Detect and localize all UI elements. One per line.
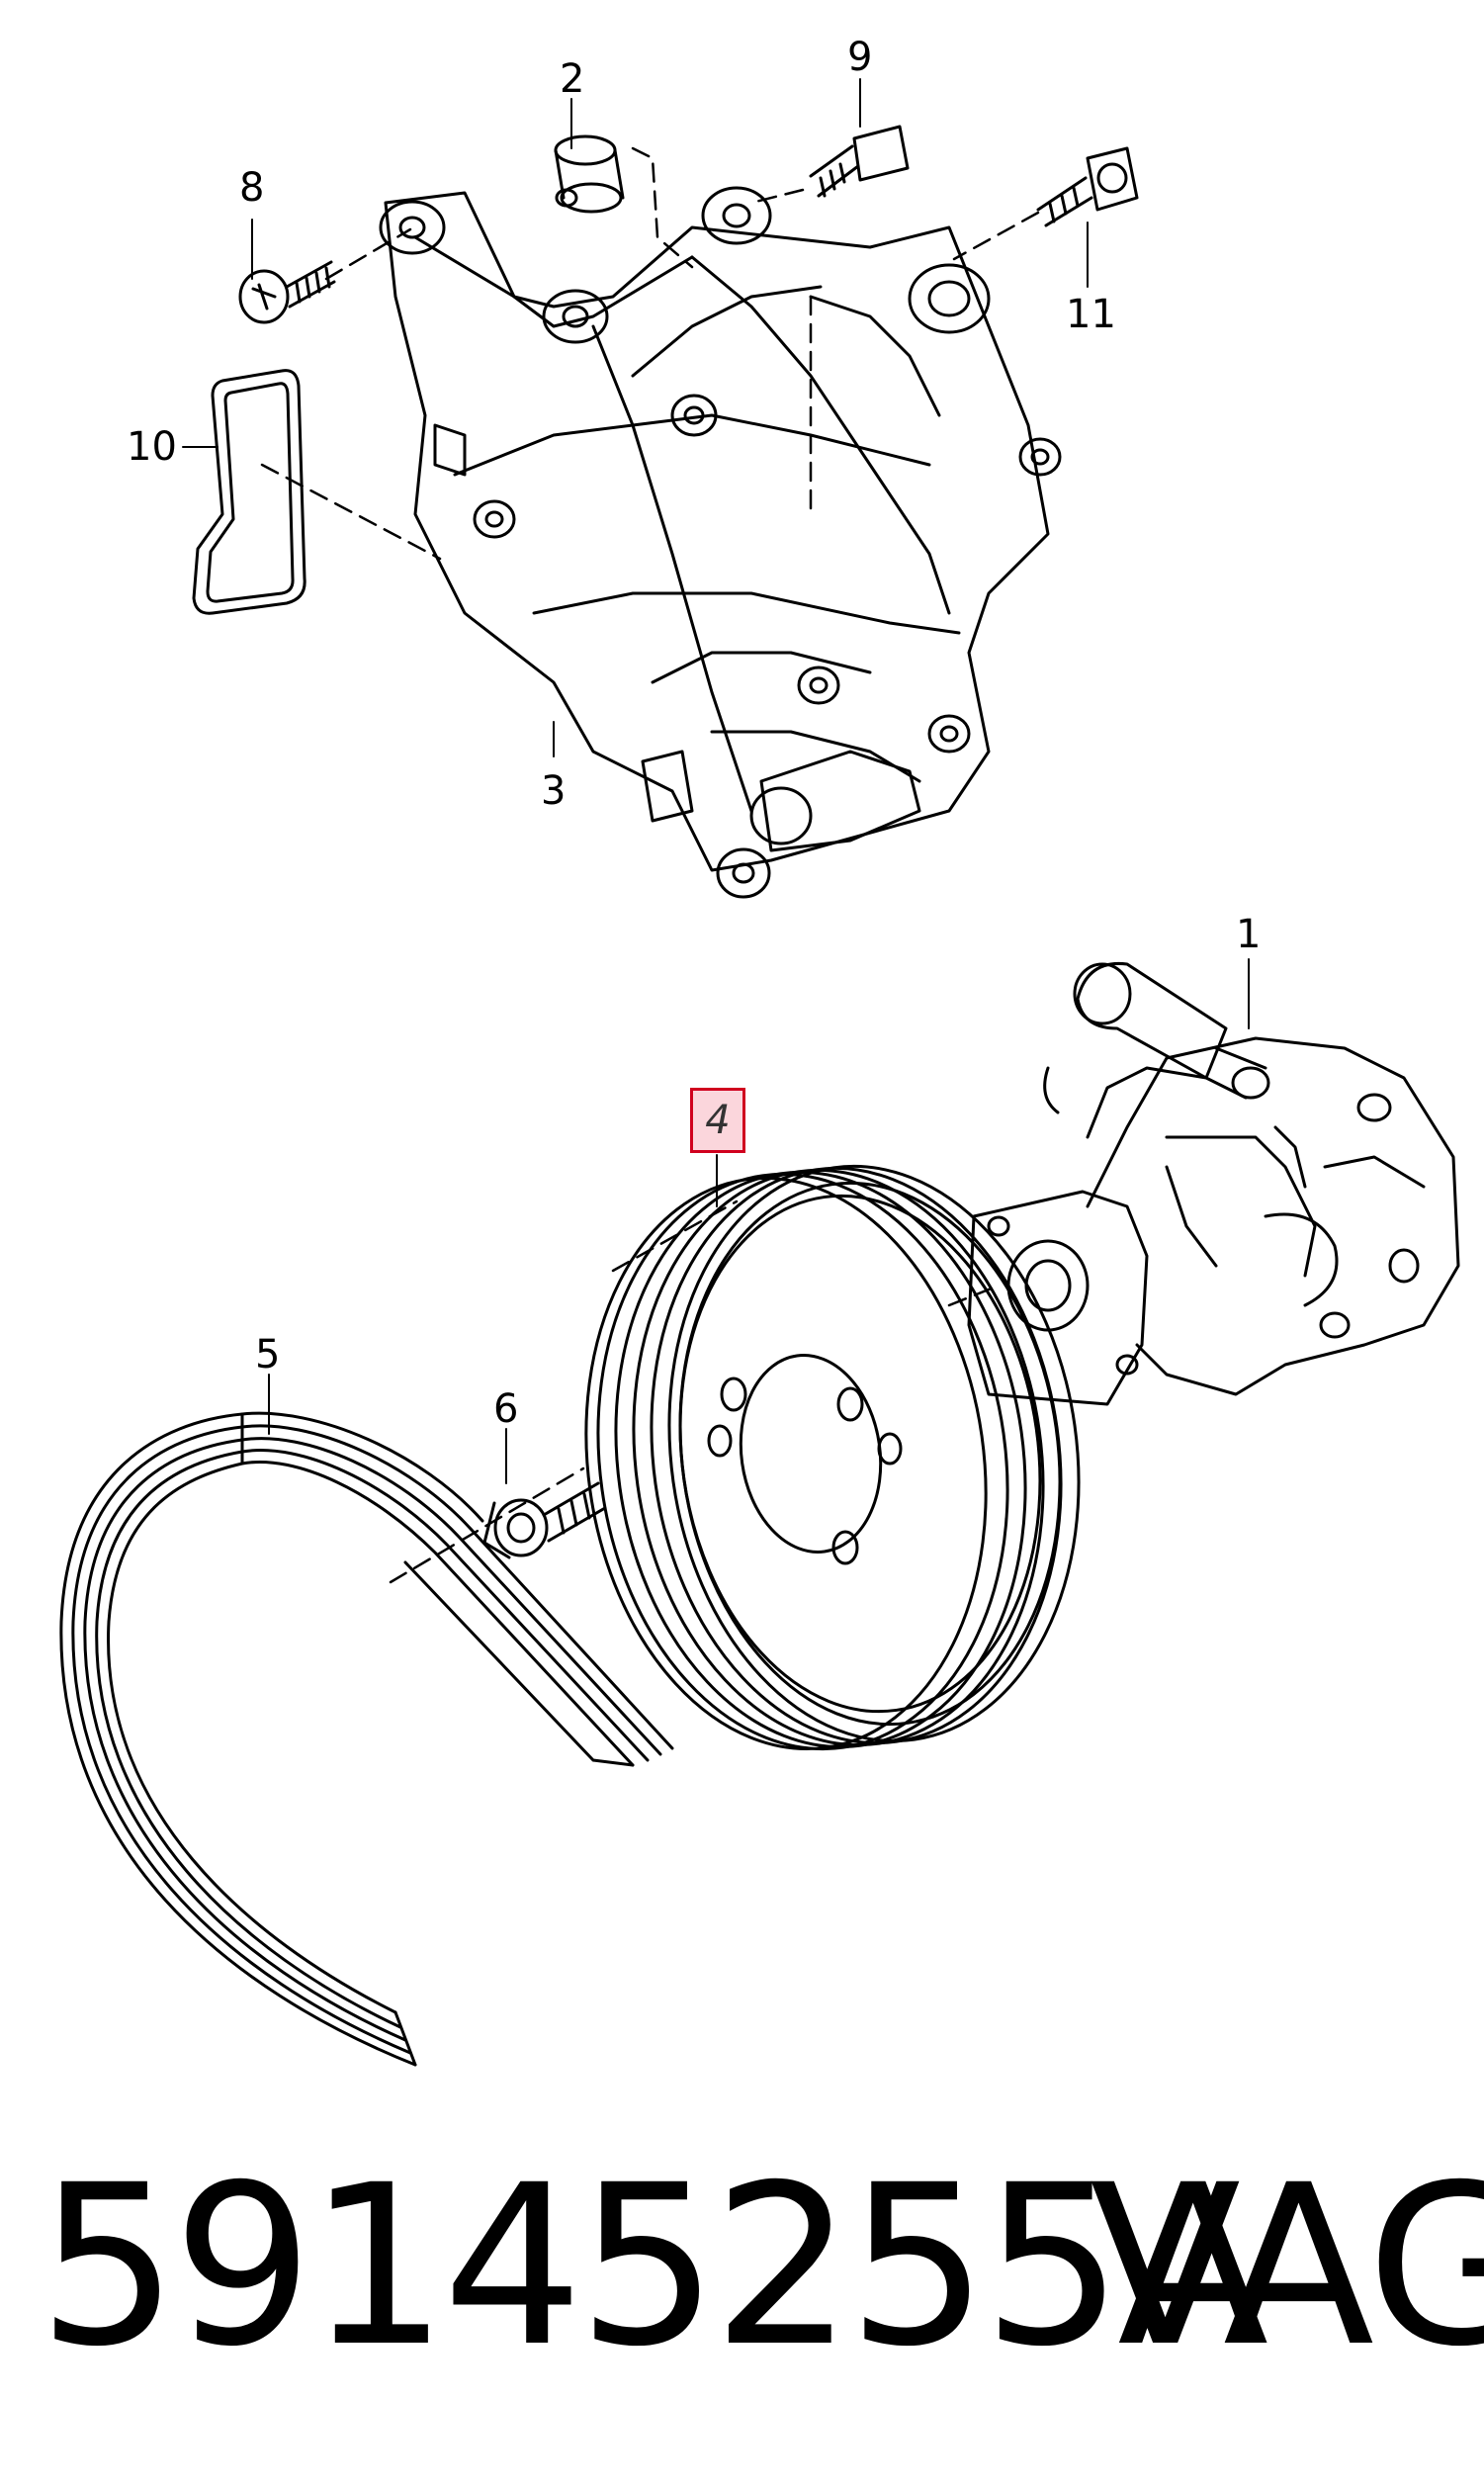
brand-name: VAG [1090,2137,1484,2395]
sleeve-drawing [554,134,625,214]
pulley-drawing [584,1164,1081,1751]
bolt-11-drawing [1036,146,1139,227]
bolt-9-drawing [809,125,910,198]
callout-10: 10 [127,424,177,470]
power-steering-pump-drawing [967,961,1460,1406]
exploded-view-drawing [59,78,1460,2067]
callout-6: 6 [493,1386,519,1432]
part-number: 59145255A [38,2137,1268,2395]
callout-5: 5 [255,1332,281,1377]
footer: 59145255A VAG [0,2156,1484,2452]
bolt-8-drawing [238,260,336,324]
bolt-6-drawing [482,1481,607,1559]
bracket-drawing [379,186,1062,899]
callout-4: 4 [705,1098,731,1143]
callout-4-highlight[interactable]: 4 [690,1088,745,1153]
callout-1: 1 [1236,912,1262,957]
parts-diagram: 2 8 9 11 10 3 1 4 5 6 [59,35,1460,2067]
callout-9: 9 [847,35,873,80]
callout-11: 11 [1066,292,1116,337]
callout-2: 2 [560,56,585,102]
belt-drawing [59,1411,674,2067]
gasket-drawing [192,369,306,615]
callout-3: 3 [541,768,567,814]
callout-8: 8 [239,165,265,211]
